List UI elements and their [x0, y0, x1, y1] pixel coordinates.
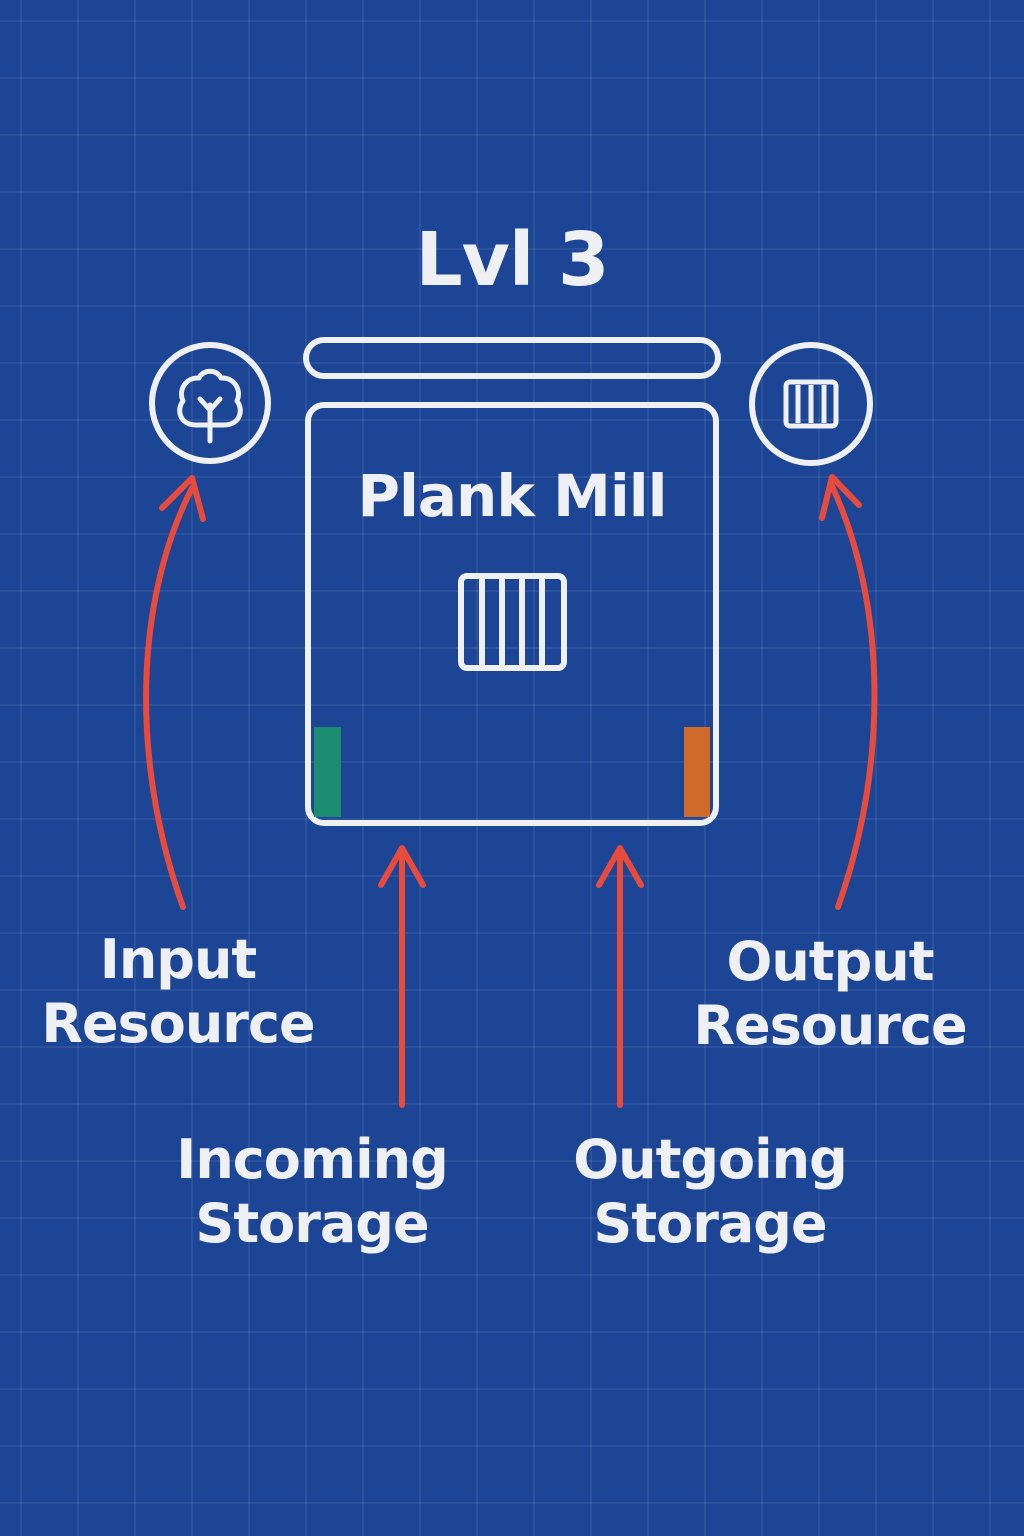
input-resource-label-line2: Resource	[41, 992, 315, 1055]
input-resource-arrowhead	[159, 475, 206, 522]
incoming-storage-label: Incoming Storage	[142, 1128, 482, 1256]
level-bar	[303, 337, 721, 379]
output-resource-label-line1: Output	[726, 930, 934, 993]
output-resource-label-line2: Resource	[693, 994, 967, 1057]
outgoing-storage-label-line2: Storage	[593, 1192, 827, 1255]
input-resource-label-line1: Input	[99, 928, 257, 991]
incoming-storage-arrowhead	[378, 845, 426, 888]
building-box	[305, 402, 719, 826]
output-resource-arrow	[829, 483, 878, 910]
level-label: Lvl 3	[415, 217, 609, 303]
outgoing-storage-label-line1: Outgoing	[573, 1128, 848, 1191]
input-resource-arrow	[143, 485, 195, 910]
tree-icon	[177, 368, 243, 428]
building-planks-icon	[458, 573, 567, 671]
incoming-storage-label-line1: Incoming	[176, 1128, 449, 1191]
incoming-storage-label-line2: Storage	[195, 1192, 429, 1255]
outgoing-storage-bar	[684, 727, 710, 817]
output-resource-icon	[749, 342, 873, 466]
output-resource-label: Output Resource	[660, 930, 1000, 1058]
output-resource-arrowhead	[819, 474, 862, 521]
input-resource-label: Input Resource	[8, 928, 348, 1056]
input-resource-icon	[149, 342, 271, 464]
outgoing-storage-label: Outgoing Storage	[540, 1128, 880, 1256]
building-title: Plank Mill	[357, 462, 668, 530]
outgoing-storage-arrowhead	[596, 845, 644, 888]
incoming-storage-bar	[314, 727, 341, 817]
